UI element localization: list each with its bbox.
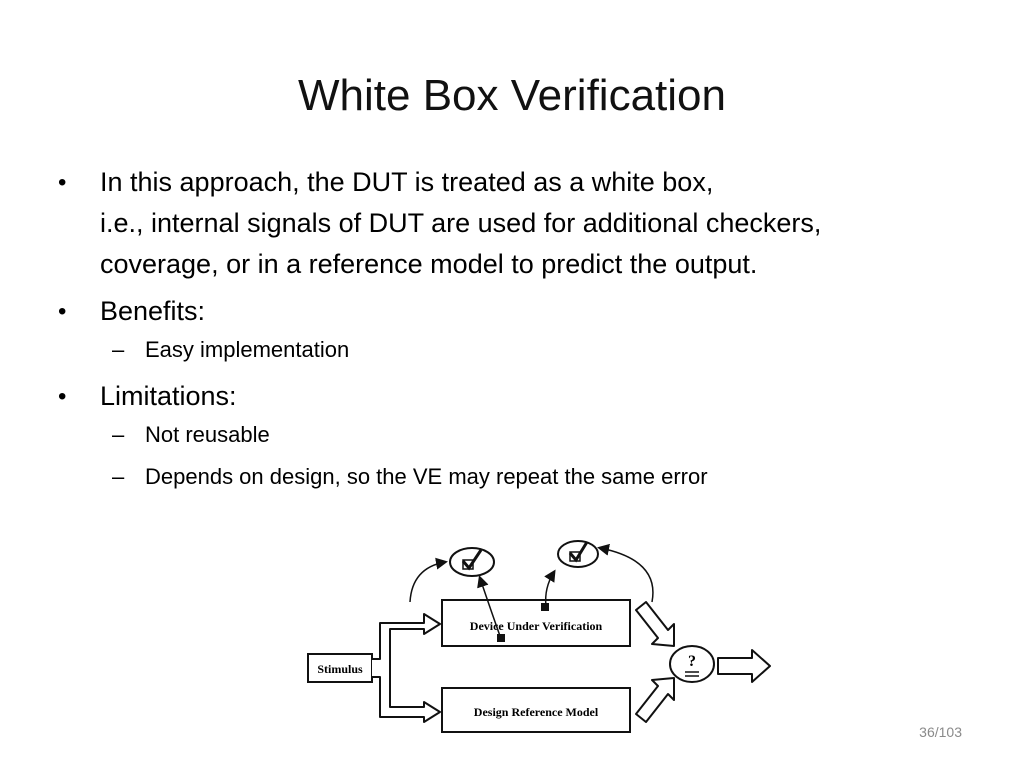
bullet-line: Limitations:: [100, 381, 237, 411]
dut-box: [441, 599, 631, 647]
output-arrow: [635, 677, 675, 723]
compare-icon: [669, 645, 715, 683]
reference-model-label: Design Reference Model: [474, 705, 599, 719]
bullet-line: In this approach, the DUT is treated as …: [100, 167, 714, 197]
check-mark-icon: [461, 549, 483, 571]
bullet-list: • In this approach, the DUT is treated a…: [56, 162, 976, 503]
stimulus-label: Stimulus: [317, 662, 363, 676]
benefits-sub-list: – Easy implementation: [100, 334, 976, 366]
bullet-marker: •: [58, 383, 67, 410]
bullet-approach: • In this approach, the DUT is treated a…: [56, 162, 976, 285]
curved-arrow: [597, 543, 654, 603]
curved-arrow: [409, 557, 448, 603]
bullet-marker: •: [58, 298, 67, 325]
sub-item-text: Depends on design, so the VE may repeat …: [145, 464, 708, 489]
signal-probe-icon: [541, 603, 549, 611]
sub-item-text: Not reusable: [145, 422, 270, 447]
white-box-diagram: Stimulus Device Under Verification Desig…: [307, 540, 771, 733]
sub-item: – Depends on design, so the VE may repea…: [100, 461, 976, 493]
stimulus-box: [307, 653, 373, 683]
bullet-limitations: • Limitations: – Not reusable – Depends …: [56, 376, 976, 493]
bullet-line: i.e., internal signals of DUT are used f…: [100, 208, 822, 238]
sub-marker: –: [112, 337, 125, 362]
signal-probe-icon: [497, 634, 505, 642]
sub-item-text: Easy implementation: [145, 337, 350, 362]
compare-symbol: ?: [688, 653, 696, 670]
limitations-sub-list: – Not reusable – Depends on design, so t…: [100, 419, 976, 493]
sub-marker: –: [112, 422, 125, 447]
output-arrow: [635, 601, 675, 647]
sub-item: – Not reusable: [100, 419, 976, 451]
slide-title: White Box Verification: [298, 71, 726, 120]
bullet-marker: •: [58, 169, 67, 196]
bullet-line: Benefits:: [100, 296, 206, 326]
curved-arrow: [544, 569, 556, 607]
sub-marker: –: [112, 464, 125, 489]
result-arrow: [717, 649, 771, 683]
check-mark-icon: [568, 541, 589, 563]
page-number: 36/103: [919, 724, 962, 740]
reference-model-box: [441, 687, 631, 733]
dut-label: Device Under Verification: [470, 619, 603, 633]
bullet-line: coverage, or in a reference model to pre…: [100, 249, 758, 279]
split-arrow: [372, 613, 441, 723]
bullet-benefits: • Benefits: – Easy implementation: [56, 291, 976, 366]
sub-item: – Easy implementation: [100, 334, 976, 366]
curved-arrow: [477, 575, 501, 637]
